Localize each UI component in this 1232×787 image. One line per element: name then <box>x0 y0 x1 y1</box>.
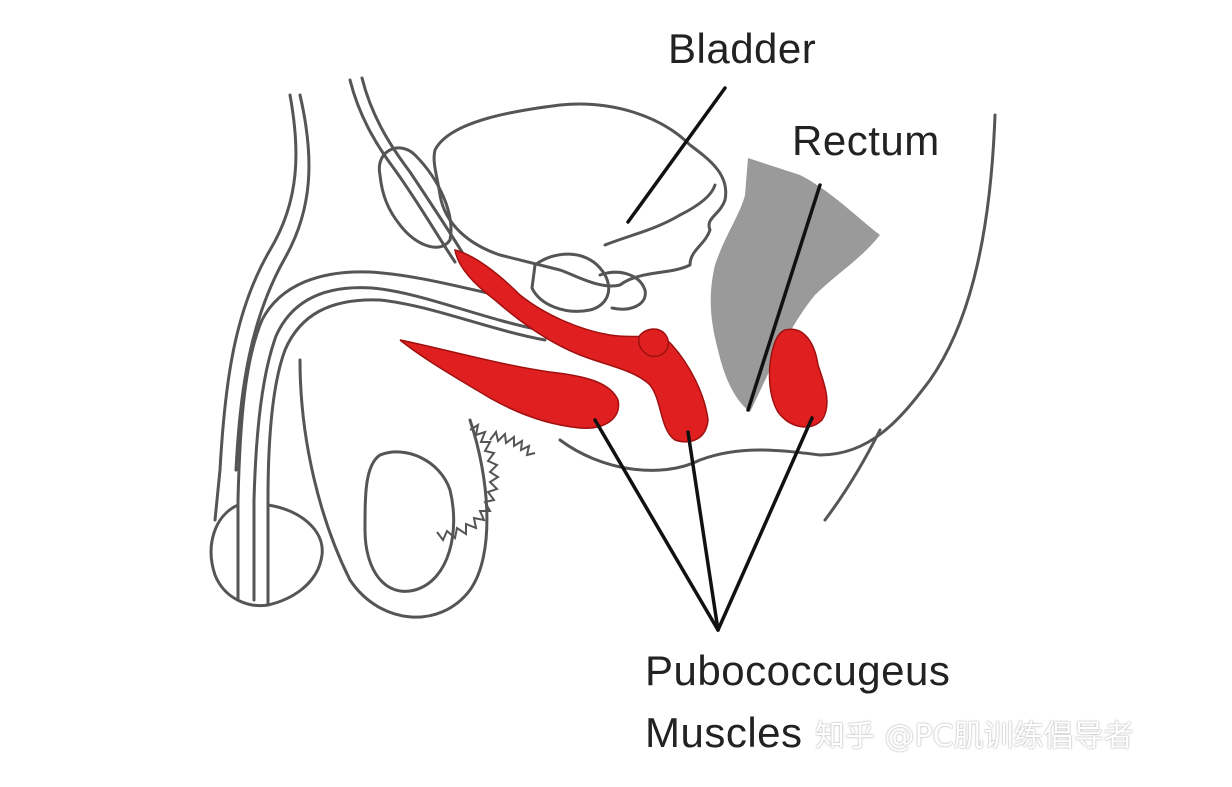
buttock-outline <box>823 428 882 522</box>
bladder-outline <box>432 102 728 288</box>
abdominal-wall-inner <box>234 93 311 472</box>
label-rectum: Rectum <box>792 117 940 164</box>
muscle-lower-band <box>399 339 620 429</box>
muscle-small-lobe <box>638 328 669 358</box>
leader-bladder <box>626 86 727 224</box>
pubococcygeus-muscles <box>399 248 828 443</box>
leader-pc-1 <box>593 418 720 632</box>
label-muscles: Muscles <box>645 709 803 756</box>
muscle-posterior <box>768 328 828 428</box>
label-bladder: Bladder <box>668 25 817 72</box>
leader-rectum <box>746 183 822 412</box>
leader-pc-3 <box>716 416 814 632</box>
leader-lines <box>593 86 822 632</box>
muscle-upper-band <box>454 248 709 443</box>
abdominal-wall-outline <box>213 93 298 522</box>
prostate-lobe <box>598 270 647 311</box>
vas-deferens-inner <box>360 76 470 264</box>
scrotum-hair <box>436 422 500 542</box>
prostate-gland <box>530 252 611 313</box>
perineum-hair <box>489 429 536 457</box>
watermark-text: 知乎 @PC肌训练倡导者 <box>815 719 1134 754</box>
bladder-wall-inner <box>603 183 717 247</box>
vas-deferens <box>348 78 457 264</box>
penis-shaft-upper <box>236 270 522 602</box>
perineum-outline <box>558 113 997 472</box>
rectum-shape <box>710 158 880 412</box>
leader-pc-2 <box>686 430 720 632</box>
testis <box>363 450 456 593</box>
penis-shaft-lower <box>266 298 547 607</box>
scrotum-outline <box>298 358 489 619</box>
seminal-vesicle <box>377 146 453 249</box>
label-pubococcugeus: Pubococcugeus <box>645 647 951 694</box>
glans <box>209 503 324 608</box>
urethra <box>252 286 542 602</box>
